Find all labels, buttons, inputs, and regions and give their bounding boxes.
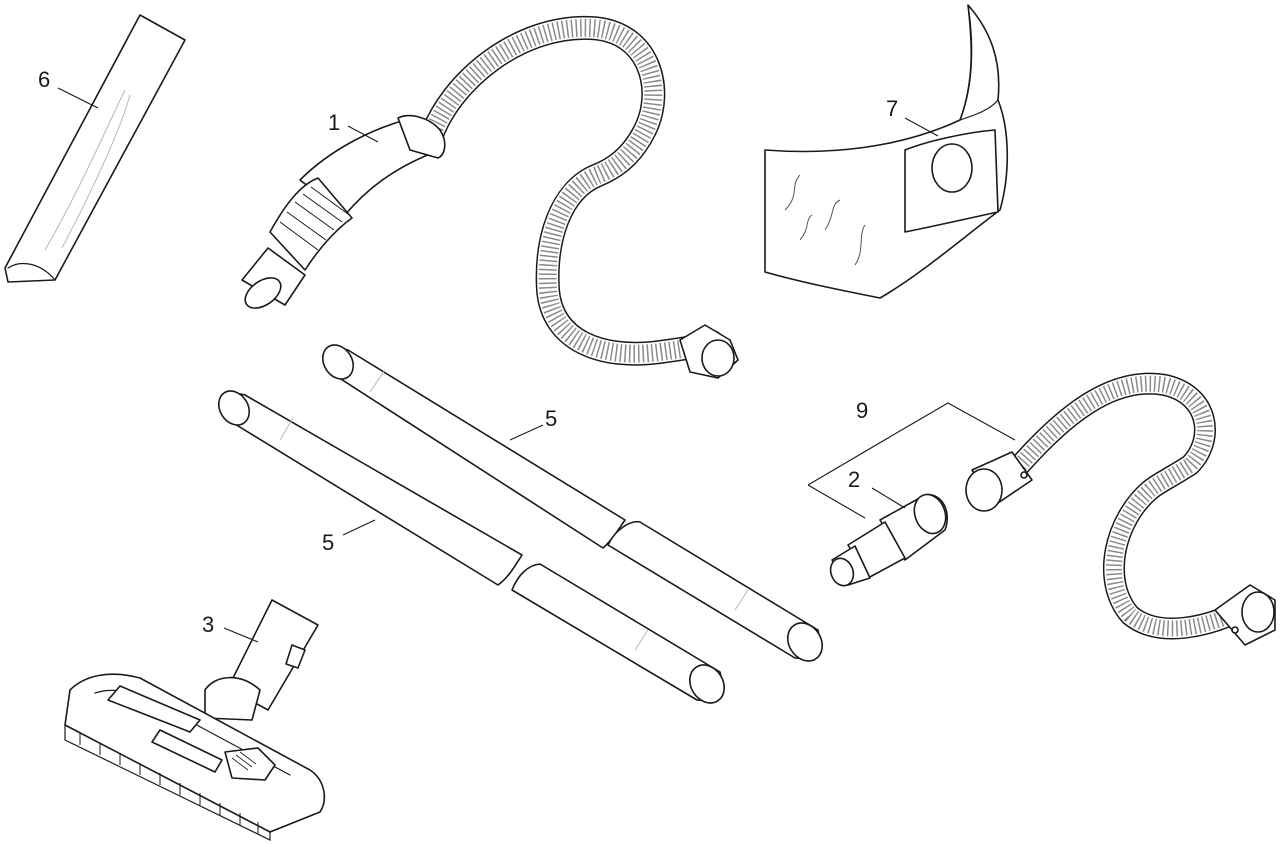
callout-3: 3 <box>202 612 214 637</box>
callout-leader-2 <box>871 487 906 509</box>
callout-6: 6 <box>38 67 50 92</box>
extension-tube-upper <box>321 344 824 662</box>
callout-leader-1 <box>347 125 379 143</box>
callout-5-upper: 5 <box>545 406 557 431</box>
callout-9: 9 <box>856 398 868 423</box>
callout-5-lower: 5 <box>322 530 334 555</box>
adapter <box>829 493 949 587</box>
callout-leader-5-upper <box>509 424 544 441</box>
callout-7: 7 <box>886 96 898 121</box>
callout-leader-6 <box>57 87 99 109</box>
extension-tube-lower <box>217 390 726 704</box>
suction-hose <box>241 15 739 379</box>
callout-leader-5-lower <box>342 519 376 536</box>
callout-leader-7 <box>904 117 939 137</box>
floor-nozzle <box>64 599 326 841</box>
filter-bag <box>764 4 1009 299</box>
kit-bracket <box>807 402 1016 519</box>
callout-leader-3 <box>223 627 259 643</box>
callout-2: 2 <box>848 467 860 492</box>
adapter-kit-hose <box>965 372 1276 646</box>
crevice-nozzle <box>4 14 186 283</box>
callout-1: 1 <box>328 110 340 135</box>
